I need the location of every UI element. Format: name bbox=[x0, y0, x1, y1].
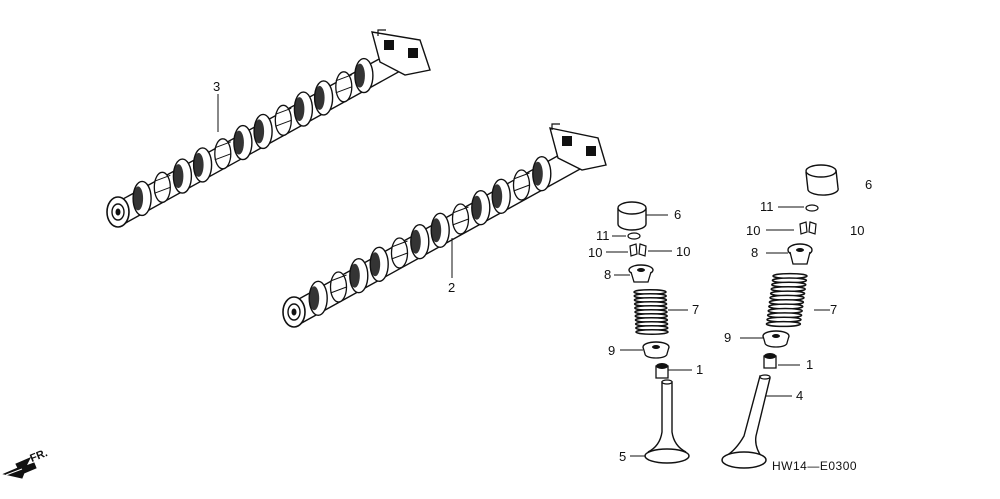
upper-camshaft-cam-lobe bbox=[192, 147, 213, 183]
valve-stack-left bbox=[606, 202, 692, 463]
callout-9-right: 9 bbox=[724, 330, 732, 345]
callout-1-left: 1 bbox=[696, 362, 704, 377]
callout-3: 3 bbox=[213, 79, 221, 94]
lower-camshaft-cam-lobe bbox=[369, 246, 389, 282]
shim-left bbox=[628, 233, 640, 239]
callout-7-left: 7 bbox=[692, 302, 700, 317]
lower-camshaft-journal bbox=[329, 271, 348, 303]
callout-11-left: 11 bbox=[596, 228, 610, 243]
stem-seal-right bbox=[764, 353, 776, 368]
callout-6-left: 6 bbox=[674, 207, 682, 222]
lower-camshaft-cam-lobe bbox=[410, 223, 430, 260]
lower-camshaft-cam-lobe bbox=[491, 178, 511, 215]
lower-camshaft-cam-lobe bbox=[308, 280, 328, 316]
cotters-right bbox=[800, 222, 816, 234]
upper-camshaft-journal bbox=[214, 138, 232, 170]
valve-spring-left bbox=[634, 290, 668, 334]
upper-camshaft-cam-lobe bbox=[293, 91, 314, 127]
shim-right bbox=[806, 205, 818, 211]
lower-camshaft-journal bbox=[451, 203, 470, 235]
lower-camshaft-front-end bbox=[283, 297, 305, 327]
callout-10-right-a: 10 bbox=[746, 223, 761, 238]
upper-camshaft-journal bbox=[153, 171, 171, 203]
callout-2: 2 bbox=[448, 280, 456, 295]
callout-5: 5 bbox=[619, 449, 627, 464]
callout-10-right-b: 10 bbox=[850, 223, 865, 238]
lower-camshaft-cam-lobe bbox=[430, 212, 450, 249]
callout-8-left: 8 bbox=[604, 267, 612, 282]
upper-camshaft-cam-lobe bbox=[253, 113, 273, 150]
tappet-left bbox=[618, 202, 646, 230]
lower-camshaft-cam-lobe bbox=[532, 155, 552, 192]
lower-camshaft-cam-lobe bbox=[471, 189, 491, 226]
lower-camshaft-journal bbox=[390, 237, 409, 269]
cotters-left bbox=[630, 244, 646, 256]
callout-7-right: 7 bbox=[830, 302, 838, 317]
upper-camshaft-front-end bbox=[107, 197, 129, 227]
tappet-right bbox=[806, 165, 838, 195]
lower-camshaft-cam-lobe bbox=[349, 258, 369, 294]
spring-seat-right bbox=[763, 331, 789, 347]
retainer-left bbox=[629, 265, 653, 282]
upper-camshaft-cam-lobe bbox=[354, 57, 374, 94]
front-direction-arrow bbox=[4, 458, 36, 478]
upper-camshaft-journal bbox=[274, 104, 292, 136]
callout-6-right: 6 bbox=[865, 177, 873, 192]
valve-spring-right bbox=[766, 274, 807, 327]
upper-camshaft-journal bbox=[335, 71, 353, 103]
upper-camshaft-flange bbox=[372, 30, 430, 75]
retainer-right bbox=[788, 244, 812, 264]
stem-seal-left bbox=[656, 363, 668, 378]
intake-valve bbox=[645, 380, 689, 463]
callout-10-left-a: 10 bbox=[588, 245, 603, 260]
callout-10-left-b: 10 bbox=[676, 244, 691, 259]
upper-camshaft bbox=[107, 30, 430, 227]
callout-11-right: 11 bbox=[760, 199, 774, 214]
upper-camshaft-cam-lobe bbox=[233, 124, 253, 161]
callout-9-left: 9 bbox=[608, 343, 616, 358]
drawing-code: HW14—E0300 bbox=[772, 459, 858, 473]
exhaust-valve bbox=[722, 375, 770, 468]
spring-coil bbox=[766, 322, 800, 327]
lower-camshaft-flange bbox=[550, 124, 606, 170]
lower-camshaft-journal bbox=[512, 169, 531, 201]
upper-camshaft-cam-lobe bbox=[132, 180, 152, 217]
spring-coil bbox=[636, 330, 668, 334]
lower-camshaft bbox=[283, 124, 606, 327]
upper-camshaft-cam-lobe bbox=[313, 80, 334, 116]
upper-camshaft-cam-lobe bbox=[172, 158, 193, 194]
callout-4: 4 bbox=[796, 388, 804, 403]
spring-seat-left bbox=[643, 342, 669, 358]
callout-8-right: 8 bbox=[751, 245, 759, 260]
valve-stack-right bbox=[722, 165, 838, 468]
callout-1-right: 1 bbox=[806, 357, 814, 372]
